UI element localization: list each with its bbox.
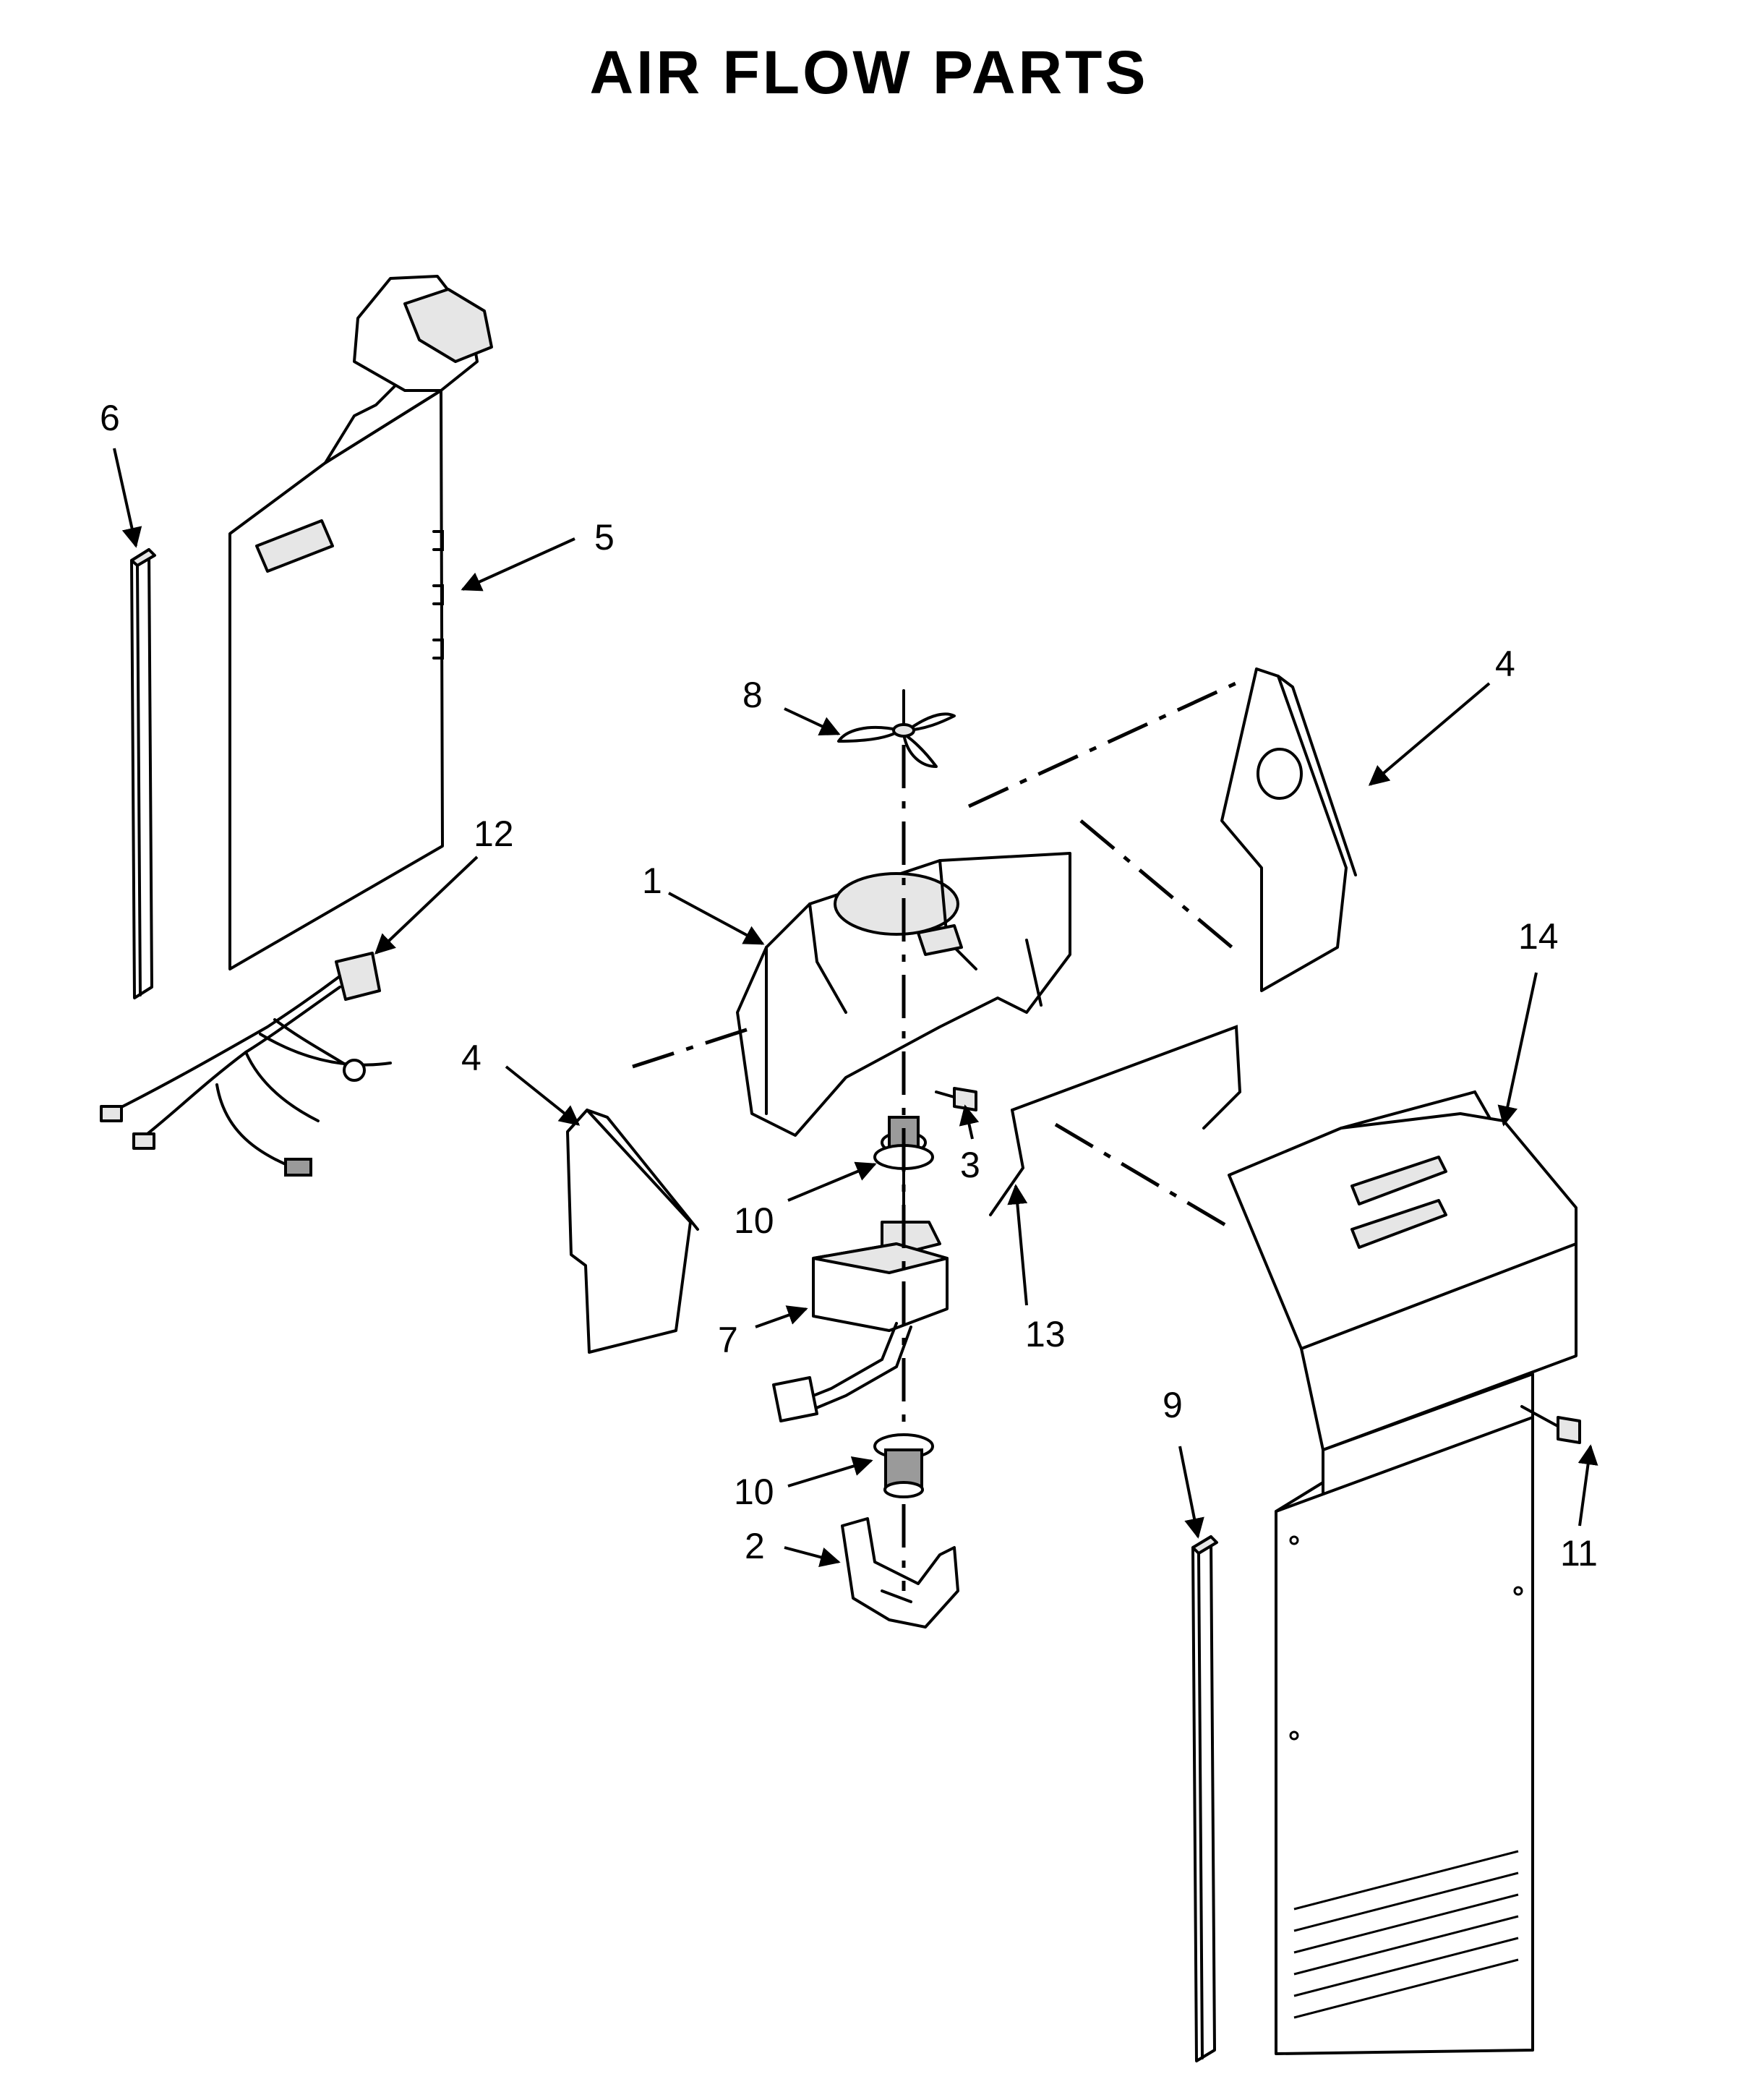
callout-1: 1 <box>642 861 662 901</box>
part-10-lower-grommet <box>873 1433 934 1498</box>
callout-4-right: 4 <box>1495 644 1515 684</box>
part-13-wire-bracket <box>989 1025 1242 1216</box>
part-14-air-duct-panel <box>1228 1090 1578 2055</box>
callout-14: 14 <box>1518 916 1559 957</box>
part-11-screw <box>1520 1405 1581 1444</box>
vent-slots <box>1293 1850 1519 2019</box>
callout-13: 13 <box>1025 1314 1066 1354</box>
part-5-evaporator-cover <box>228 275 493 970</box>
callout-9: 9 <box>1163 1385 1183 1425</box>
callout-6: 6 <box>100 398 120 438</box>
part-4-left-baffle <box>566 1109 699 1354</box>
callout-10-upper: 10 <box>734 1200 774 1241</box>
callout-11: 11 <box>1560 1533 1598 1574</box>
callout-7: 7 <box>718 1320 738 1360</box>
callout-4-left: 4 <box>461 1038 481 1078</box>
part-2-motor-bracket <box>841 1517 959 1629</box>
callout-5: 5 <box>594 517 615 558</box>
part-7-fan-motor <box>772 1170 949 1422</box>
part-9-foam-strip <box>1191 1535 1218 2062</box>
callout-10-lower: 10 <box>734 1472 774 1512</box>
leader-lines <box>113 448 1598 1568</box>
part-6-foam-strip <box>130 548 156 999</box>
part-8-fan-blade <box>837 689 956 768</box>
callout-8: 8 <box>742 675 763 715</box>
assembly-lines <box>632 678 1245 1591</box>
callout-12: 12 <box>474 814 514 854</box>
part-4-right-baffle <box>1220 667 1357 992</box>
callout-numbers: 6 5 12 8 4 1 4 3 10 13 14 7 9 10 11 2 <box>100 398 1598 1574</box>
diagram-title: AIR FLOW PARTS <box>589 38 1149 106</box>
part-12-wire-harness <box>100 952 392 1177</box>
part-3-screw <box>935 1087 977 1111</box>
callout-2: 2 <box>745 1526 765 1566</box>
callout-3: 3 <box>960 1145 980 1185</box>
